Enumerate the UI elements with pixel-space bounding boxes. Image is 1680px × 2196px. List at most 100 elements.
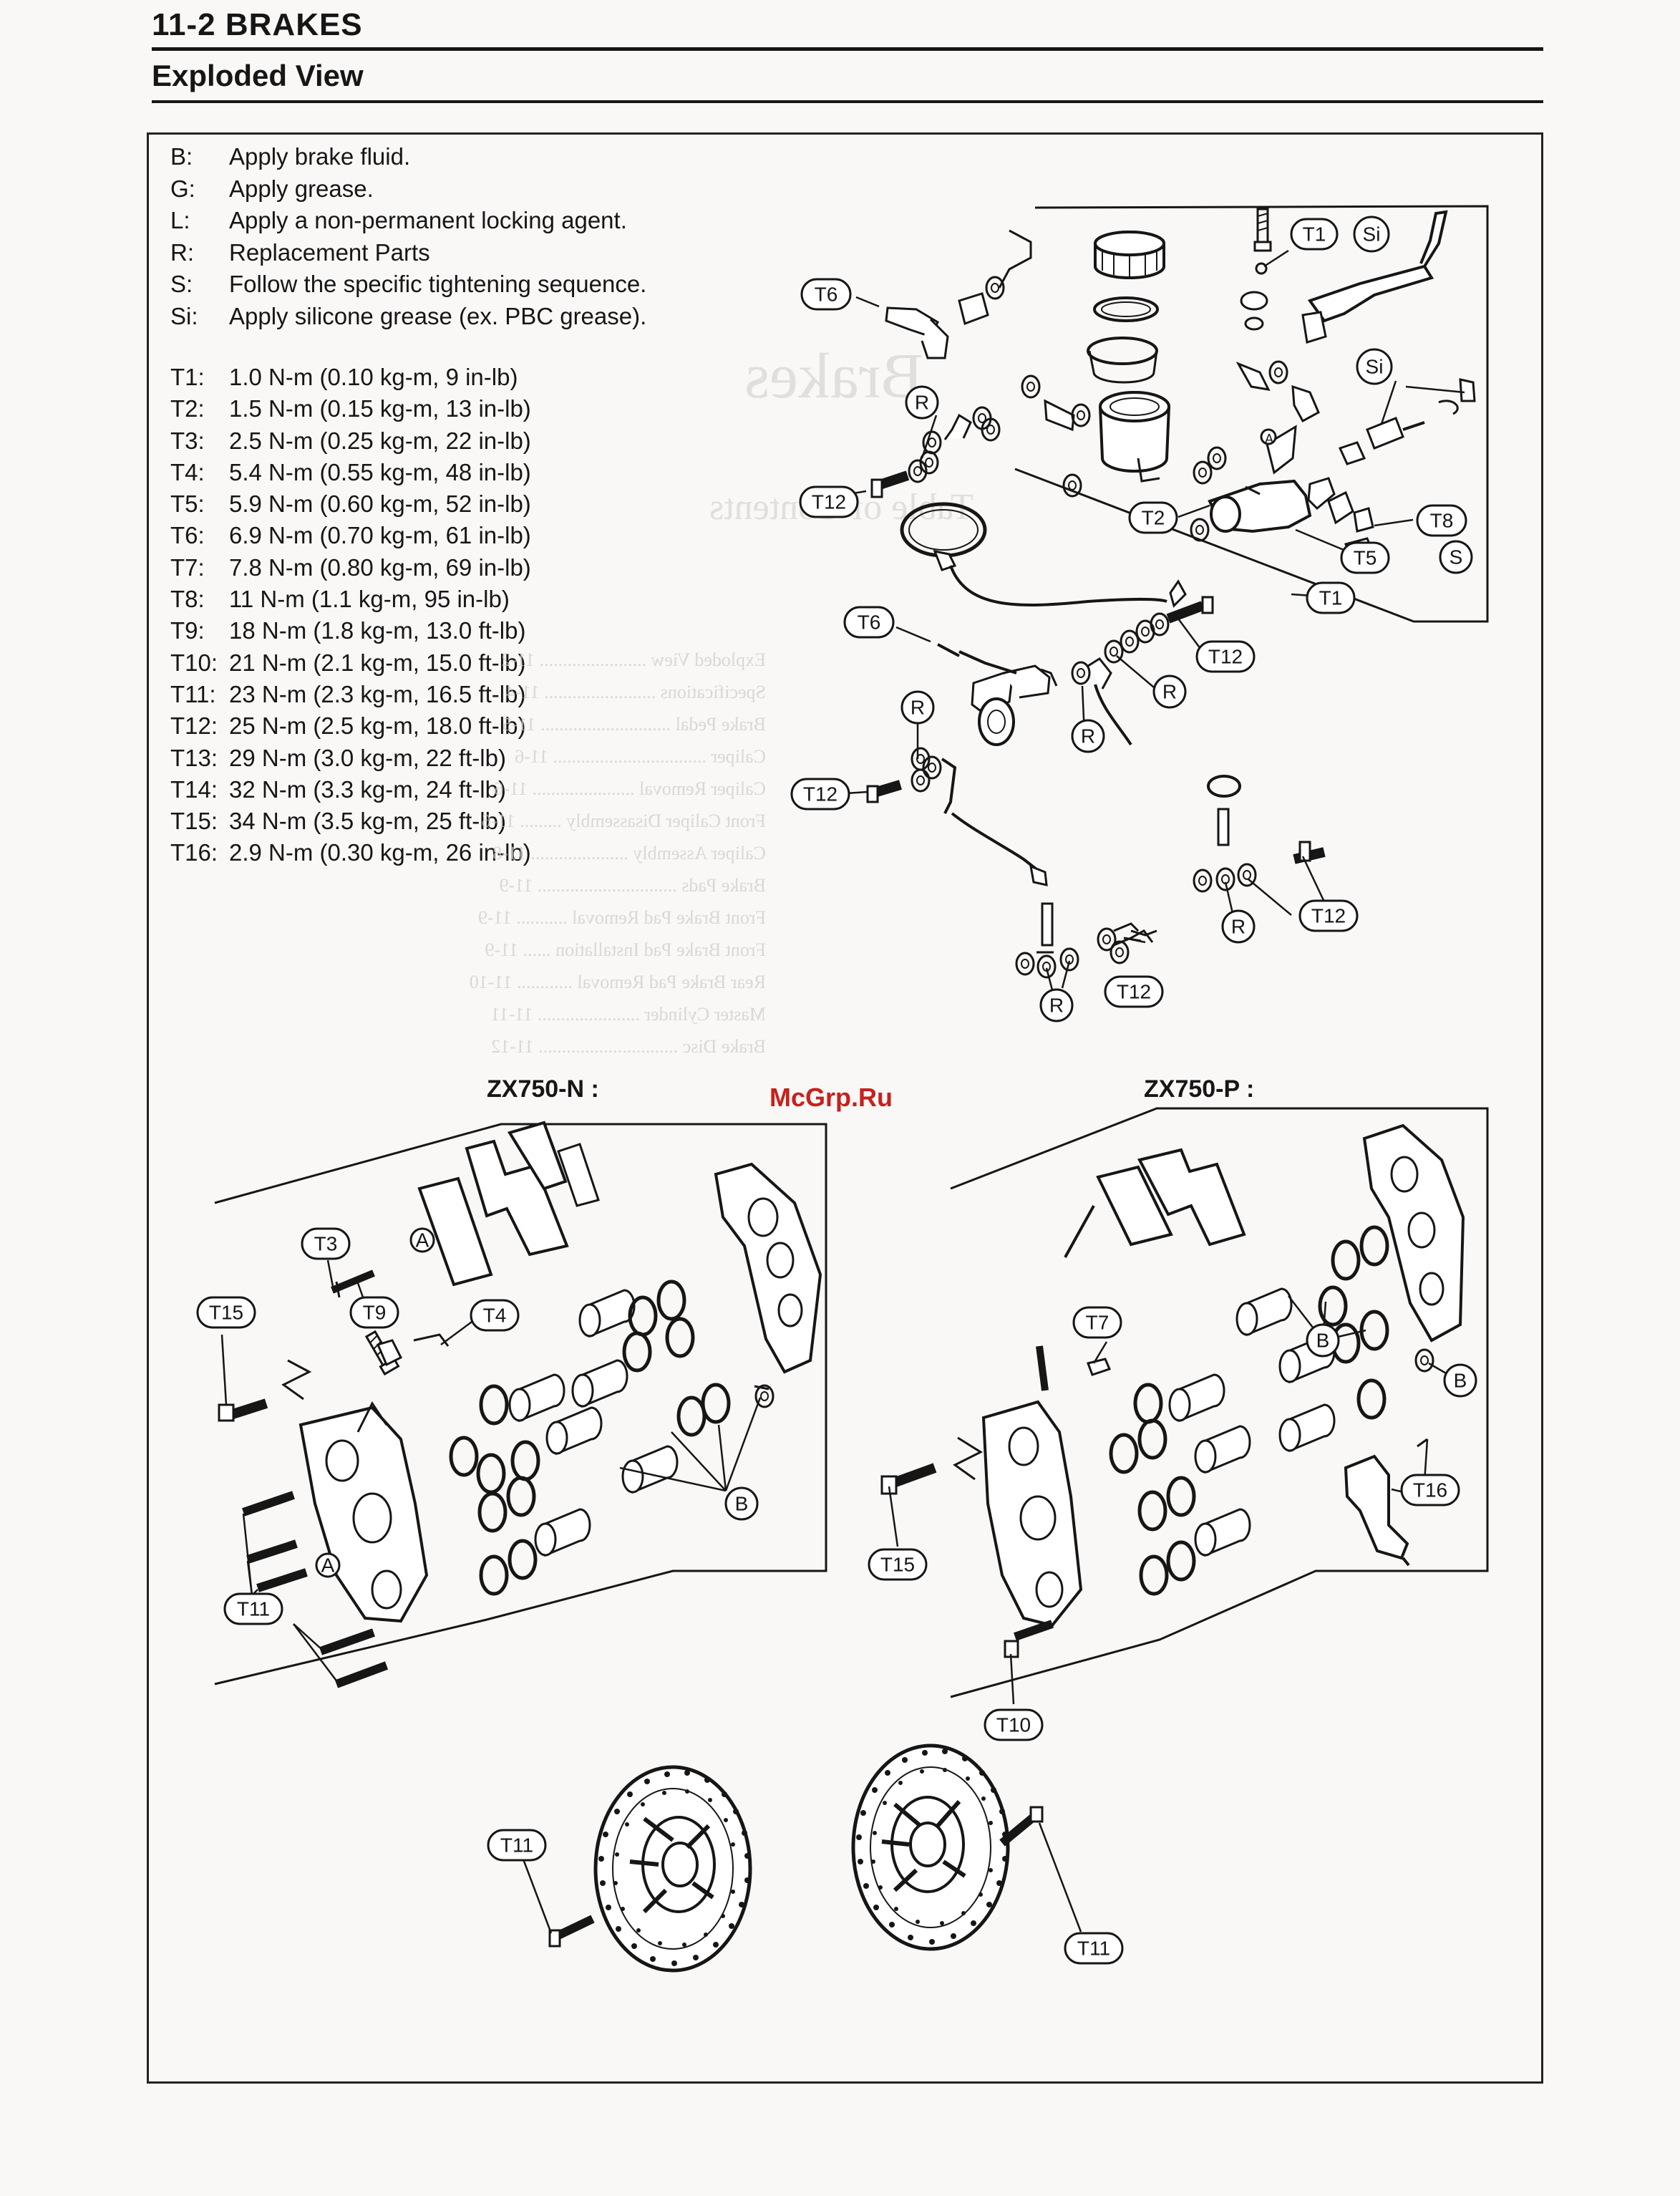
callout-label: Si <box>1366 356 1384 378</box>
callout-t6-mid: T6 <box>843 606 895 639</box>
callout-s: S <box>1439 540 1473 574</box>
callout-t4: T4 <box>470 1299 520 1332</box>
callout-si-top: Si <box>1353 216 1390 253</box>
callout-t11-disc-left: T11 <box>487 1829 547 1862</box>
legend-key: R: <box>170 238 194 266</box>
callout-r: R <box>1039 988 1074 1022</box>
torque-spec-item: T5:5.9 N-m (0.60 kg-m, 52 in-lb) <box>170 488 531 520</box>
legend-key: G: <box>170 175 195 202</box>
leader-lines <box>220 249 1465 1934</box>
callout-label: T15 <box>209 1302 243 1324</box>
callout-label: T6 <box>858 611 881 634</box>
svg-text:Brake Pedal ..................: Brake Pedal ............................… <box>502 714 766 735</box>
svg-text:Caliper ......................: Caliper ................................… <box>515 746 766 767</box>
callout-a: A <box>409 1227 435 1253</box>
callout-label: T11 <box>237 1598 270 1620</box>
torque-key: T1: <box>170 364 205 390</box>
torque-value: 2.9 N-m (0.30 kg-m, 26 in-lb) <box>229 839 531 866</box>
callout-label: R <box>915 392 929 414</box>
torque-key: T7: <box>170 553 205 581</box>
callout-t3: T3 <box>301 1227 351 1260</box>
svg-text:Specifications ...............: Specifications ........................ … <box>506 682 766 702</box>
callout-t1-bottom: T1 <box>1306 581 1356 614</box>
legend-item: S:Follow the specific tightening sequenc… <box>170 269 646 301</box>
torque-spec-item: T11:23 N-m (2.3 kg-m, 16.5 ft-lb) <box>170 679 531 710</box>
callout-label: T9 <box>363 1302 387 1324</box>
torque-spec-item: T6:6.9 N-m (0.70 kg-m, 61 in-lb) <box>170 520 531 551</box>
callout-label: B <box>1454 1370 1467 1392</box>
brake-disc-left <box>548 1765 752 1973</box>
callout-t15-right: T15 <box>868 1548 928 1581</box>
torque-spec-item: T9: 18 N-m (1.8 kg-m, 13.0 ft-lb) <box>170 615 531 647</box>
callout-label: T12 <box>1208 646 1243 668</box>
callout-t12-right: T12 <box>1298 899 1359 932</box>
callout-r: R <box>1152 674 1187 709</box>
zx750-n-subframe <box>214 1123 827 1685</box>
callout-t9: T9 <box>349 1296 399 1329</box>
legend-item: Si:Apply silicone grease (ex. PBC grease… <box>170 301 646 333</box>
section-title: 11-2 BRAKES <box>152 7 363 42</box>
callout-label: T3 <box>314 1233 338 1255</box>
torque-spec-item: T4:5.4 N-m (0.55 kg-m, 48 in-lb) <box>170 457 531 488</box>
callout-label: T11 <box>500 1834 533 1857</box>
callout-label: T2 <box>1142 507 1165 529</box>
callout-label: A <box>416 1229 429 1252</box>
torque-spec-item: T7: 7.8 N-m (0.80 kg-m, 69 in-lb) <box>170 552 531 584</box>
torque-value: 11 N-m (1.1 kg-m, 95 in-lb) <box>229 586 510 613</box>
torque-spec-item: T16: 2.9 N-m (0.30 kg-m, 26 in-lb) <box>170 837 531 869</box>
legend-item: R:Replacement Parts <box>170 237 646 269</box>
front-brake-hose <box>870 229 1187 608</box>
torque-key: T13: <box>170 744 218 771</box>
svg-text:Rear Brake Pad Removal .......: Rear Brake Pad Removal ............ 11-1… <box>470 972 766 992</box>
torque-value: 21 N-m (2.1 kg-m, 15.0 ft-lb) <box>229 649 526 676</box>
legend-text: Apply silicone grease (ex. PBC grease). <box>229 302 647 329</box>
svg-text:Front Brake Pad Installation .: Front Brake Pad Installation ...... 11-9 <box>485 939 766 960</box>
legend-key: L: <box>170 207 190 233</box>
callout-t1-top: T1 <box>1290 218 1339 251</box>
legend-text: Apply brake fluid. <box>229 143 411 170</box>
torque-key: T16: <box>170 839 218 866</box>
torque-key: T9: <box>170 617 205 644</box>
callout-b: B <box>724 1486 759 1521</box>
torque-value: 7.8 N-m (0.80 kg-m, 69 in-lb) <box>229 553 531 581</box>
torque-value: 18 N-m (1.8 kg-m, 13.0 ft-lb) <box>229 617 526 644</box>
torque-value: 29 N-m (3.0 kg-m, 22 ft-lb) <box>229 744 506 771</box>
torque-value: 6.9 N-m (0.70 kg-m, 61 in-lb) <box>229 522 531 549</box>
torque-spec-item: T8: 11 N-m (1.1 kg-m, 95 in-lb) <box>170 584 531 615</box>
legend-list: B:Apply brake fluid. G:Apply grease. L:A… <box>170 141 646 332</box>
torque-key: T10: <box>170 649 218 676</box>
torque-key: T8: <box>170 586 205 613</box>
callout-label: R <box>1081 725 1095 748</box>
bleed-through-ghost: Brakes Table of Contents Exploded View .… <box>470 341 973 1057</box>
legend-key: S: <box>170 271 193 297</box>
callout-label: T12 <box>1311 905 1346 927</box>
torque-value: 32 N-m (3.3 kg-m, 24 ft-lb) <box>229 775 506 803</box>
callout-t11-caliper: T11 <box>223 1592 283 1625</box>
svg-text:Brake Pads ...................: Brake Pads .............................… <box>500 875 766 896</box>
callout-b: B <box>1306 1323 1340 1358</box>
callout-t8: T8 <box>1416 504 1467 537</box>
torque-value: 23 N-m (2.3 kg-m, 16.5 ft-lb) <box>229 680 526 707</box>
torque-spec-item: T10: 21 N-m (2.1 kg-m, 15.0 ft-lb) <box>170 647 531 679</box>
callout-label: T11 <box>1077 1938 1110 1960</box>
svg-text:Exploded View ................: Exploded View ....................... 11… <box>501 649 766 670</box>
legend-item: G:Apply grease. <box>170 173 646 205</box>
torque-value: 5.4 N-m (0.55 kg-m, 48 in-lb) <box>229 458 531 485</box>
callout-r: R <box>900 690 935 725</box>
callout-label: T6 <box>815 284 838 306</box>
callout-label: T15 <box>880 1554 915 1576</box>
torque-key: T2: <box>170 395 205 422</box>
callout-t12-mid: T12 <box>1195 640 1256 673</box>
callout-a: A <box>315 1552 341 1578</box>
callout-label: R <box>1231 916 1246 938</box>
callout-t12-top: T12 <box>799 485 859 518</box>
legend-item: L:Apply a non-permanent locking agent. <box>170 205 646 237</box>
callout-t15-left: T15 <box>196 1296 256 1329</box>
callout-label: B <box>1316 1330 1330 1352</box>
torque-value: 5.9 N-m (0.60 kg-m, 52 in-lb) <box>229 490 531 518</box>
callout-t2: T2 <box>1128 501 1178 534</box>
callout-t6-top: T6 <box>800 278 852 311</box>
svg-text:Front Brake Pad Removal ......: Front Brake Pad Removal ........... 11-9 <box>478 907 766 928</box>
callout-t10: T10 <box>984 1708 1044 1741</box>
zx750-p-subframe <box>950 1107 1489 1698</box>
